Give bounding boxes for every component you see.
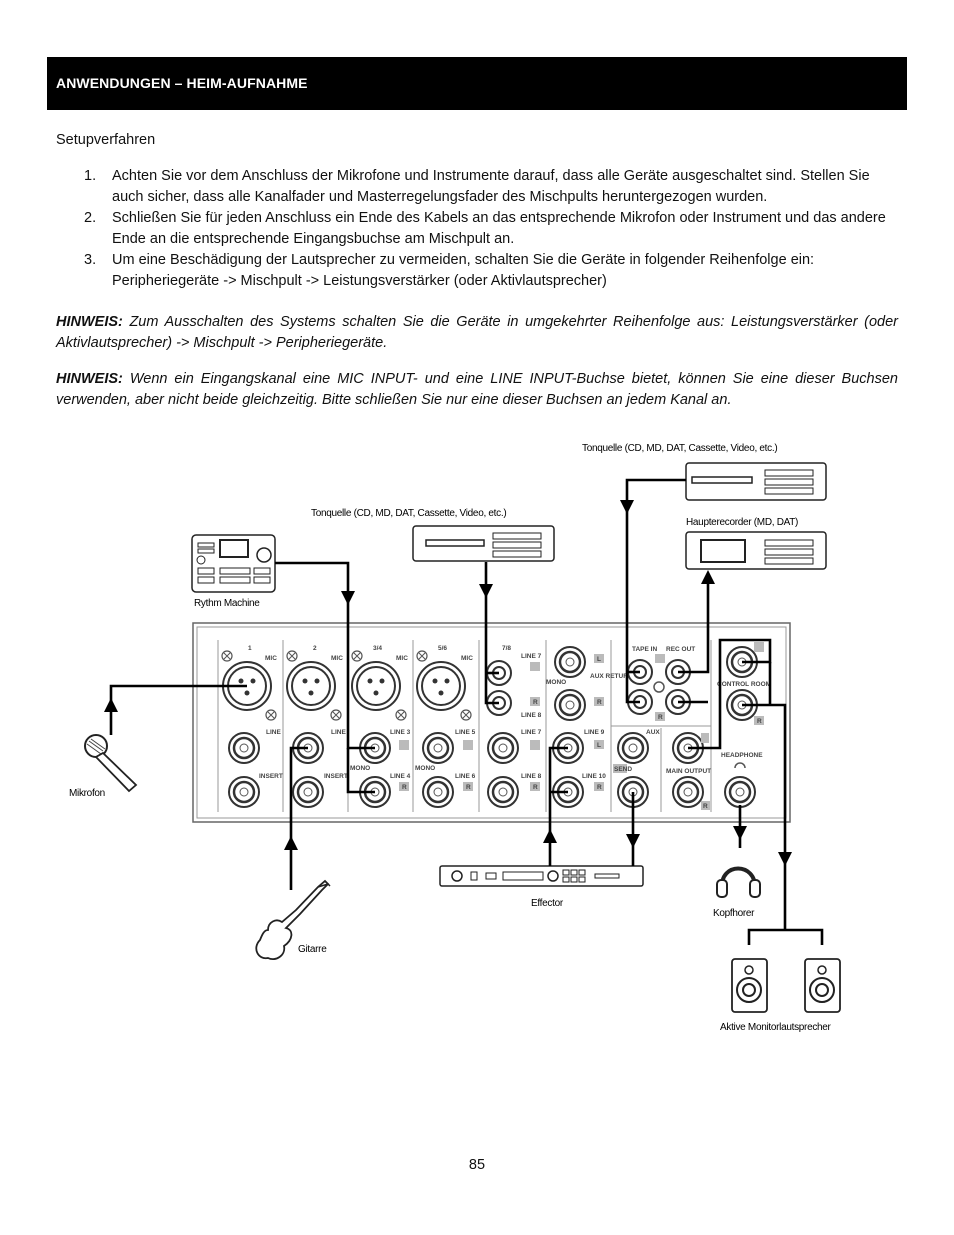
arrow-up-icon [701, 570, 715, 584]
section-title: ANWENDUNGEN – HEIM-AUFNAHME [56, 75, 308, 91]
line-6-label: LINE 6 [455, 773, 476, 780]
channel-number: 2 [313, 645, 317, 652]
page-number: 85 [468, 1157, 486, 1173]
channel-number: 5/6 [438, 645, 447, 652]
arrow-down-icon [778, 852, 792, 866]
channel-number: 3/4 [373, 645, 382, 652]
mikrofon-label: Mikrofon [69, 788, 105, 799]
tonquelle-top-label: Tonquelle (CD, MD, DAT, Cassette, Video,… [582, 443, 777, 454]
r-marker: R [597, 699, 602, 706]
note-text: Wenn ein Eingangskanal eine MIC INPUT- u… [56, 371, 898, 408]
microphone-icon [84, 734, 138, 793]
arrow-down-icon [341, 591, 355, 605]
effector-label: Effector [531, 898, 564, 909]
arrow-down-icon [733, 826, 747, 840]
headphone-label: HEADPHONE [721, 752, 763, 759]
headphone-icon [734, 762, 746, 769]
tonquelle-top-device [685, 462, 827, 501]
insert-label: INSERT [324, 773, 348, 780]
step-text: Um eine Beschädigung der Lautsprecher zu… [112, 252, 815, 289]
rec-out-label: REC OUT [666, 646, 695, 653]
send-label: SEND [614, 766, 632, 773]
arrow-up-icon [543, 829, 557, 843]
note-text: Zum Ausschalten des Systems schalten Sie… [56, 314, 898, 351]
step-number: 1. [84, 168, 97, 184]
step-number: 2. [84, 210, 97, 226]
mic-label: MIC [396, 655, 408, 662]
guitar-icon [255, 879, 331, 960]
arrow-down-icon [479, 584, 493, 598]
gitarre-label: Gitarre [298, 944, 327, 955]
insert-label: INSERT [259, 773, 283, 780]
note-label: HINWEIS: [56, 371, 123, 387]
line-label: LINE [266, 729, 281, 736]
r-marker: R [757, 718, 762, 725]
rythm-machine-device [191, 534, 276, 593]
steps-list: 1. Achten Sie vor dem Anschluss der Mikro… [56, 166, 901, 292]
r-marker: R [597, 784, 602, 791]
section-header-bar: ANWENDUNGEN – HEIM-AUFNAHME [47, 57, 907, 110]
r-marker: R [658, 714, 663, 721]
mono-label: MONO [546, 679, 566, 686]
main-output-label: MAIN OUTPUT [666, 768, 711, 775]
r-marker: R [402, 784, 407, 791]
arrow-up-icon [284, 836, 298, 850]
arrow-down-icon [626, 834, 640, 848]
kopfhorer-label: Kopfhorer [713, 908, 755, 919]
line-5-label: LINE 5 [455, 729, 476, 736]
line-8-label: LINE 8 [521, 712, 542, 719]
haupterecorder-label: Haupterecorder (MD, DAT) [686, 517, 798, 528]
r-marker: R [703, 803, 708, 810]
note-label: HINWEIS: [56, 314, 123, 330]
intro-text: Setupverfahren [56, 132, 156, 148]
l-marker: L [597, 656, 601, 663]
step-item: 2. Schließen Sie für jeden Anschluss ein … [56, 208, 901, 250]
line-7-label: LINE 7 [521, 653, 542, 660]
monitor-speaker-right [804, 958, 841, 1013]
control-room-label: CONTROL ROOM [717, 681, 771, 688]
mic-label: MIC [331, 655, 343, 662]
connection-lines [109, 478, 824, 945]
note-2: HINWEIS: Wenn ein Eingangskanal eine MIC… [56, 369, 898, 411]
note-1: HINWEIS: Zum Ausschalten des Systems sch… [56, 312, 898, 354]
mixer-rear-panel: 1 2 3/4 5/6 7/8 MIC MIC MIC MIC LINE INS… [192, 622, 791, 823]
tape-in-label: TAPE IN [632, 646, 657, 653]
r-marker: R [533, 699, 538, 706]
r-marker: R [466, 784, 471, 791]
line-7-label: LINE 7 [521, 729, 542, 736]
arrow-up-icon [104, 698, 118, 712]
step-number: 3. [84, 252, 97, 268]
monitor-label: Aktive Monitorlautsprecher [720, 1022, 832, 1033]
line-4-label: LINE 4 [390, 773, 411, 780]
channel-number: 7/8 [502, 645, 511, 652]
monitor-speaker-left [731, 958, 768, 1013]
step-text: Schließen Sie für jeden Anschluss ein En… [112, 210, 886, 247]
line-8-label: LINE 8 [521, 773, 542, 780]
connection-arrows [104, 500, 792, 866]
aux-label: AUX [646, 729, 660, 736]
l-marker: L [597, 742, 601, 749]
headphones-icon [716, 866, 761, 898]
haupterecorder-device [685, 531, 827, 570]
line-10-label: LINE 10 [582, 773, 606, 780]
mono-label: MONO [350, 765, 370, 772]
step-text: Achten Sie vor dem Anschluss der Mikrofo… [112, 168, 870, 205]
mono-label: MONO [415, 765, 435, 772]
step-item: 1. Achten Sie vor dem Anschluss der Mikro… [56, 166, 901, 208]
mic-label: MIC [265, 655, 277, 662]
channel-number: 1 [248, 645, 252, 652]
arrow-down-icon [620, 500, 634, 514]
tonquelle-mid-label: Tonquelle (CD, MD, DAT, Cassette, Video,… [311, 508, 506, 519]
aux-return-label: AUX RETURN [590, 673, 633, 680]
r-marker: R [533, 784, 538, 791]
line-3-label: LINE 3 [390, 729, 411, 736]
mic-label: MIC [461, 655, 473, 662]
line-9-label: LINE 9 [584, 729, 605, 736]
step-item: 3. Um eine Beschädigung der Lautsprecher … [56, 250, 901, 292]
tonquelle-mid-device [412, 525, 555, 562]
effector-device [439, 865, 644, 887]
line-label: LINE [331, 729, 346, 736]
rythm-machine-label: Rythm Machine [194, 598, 260, 609]
